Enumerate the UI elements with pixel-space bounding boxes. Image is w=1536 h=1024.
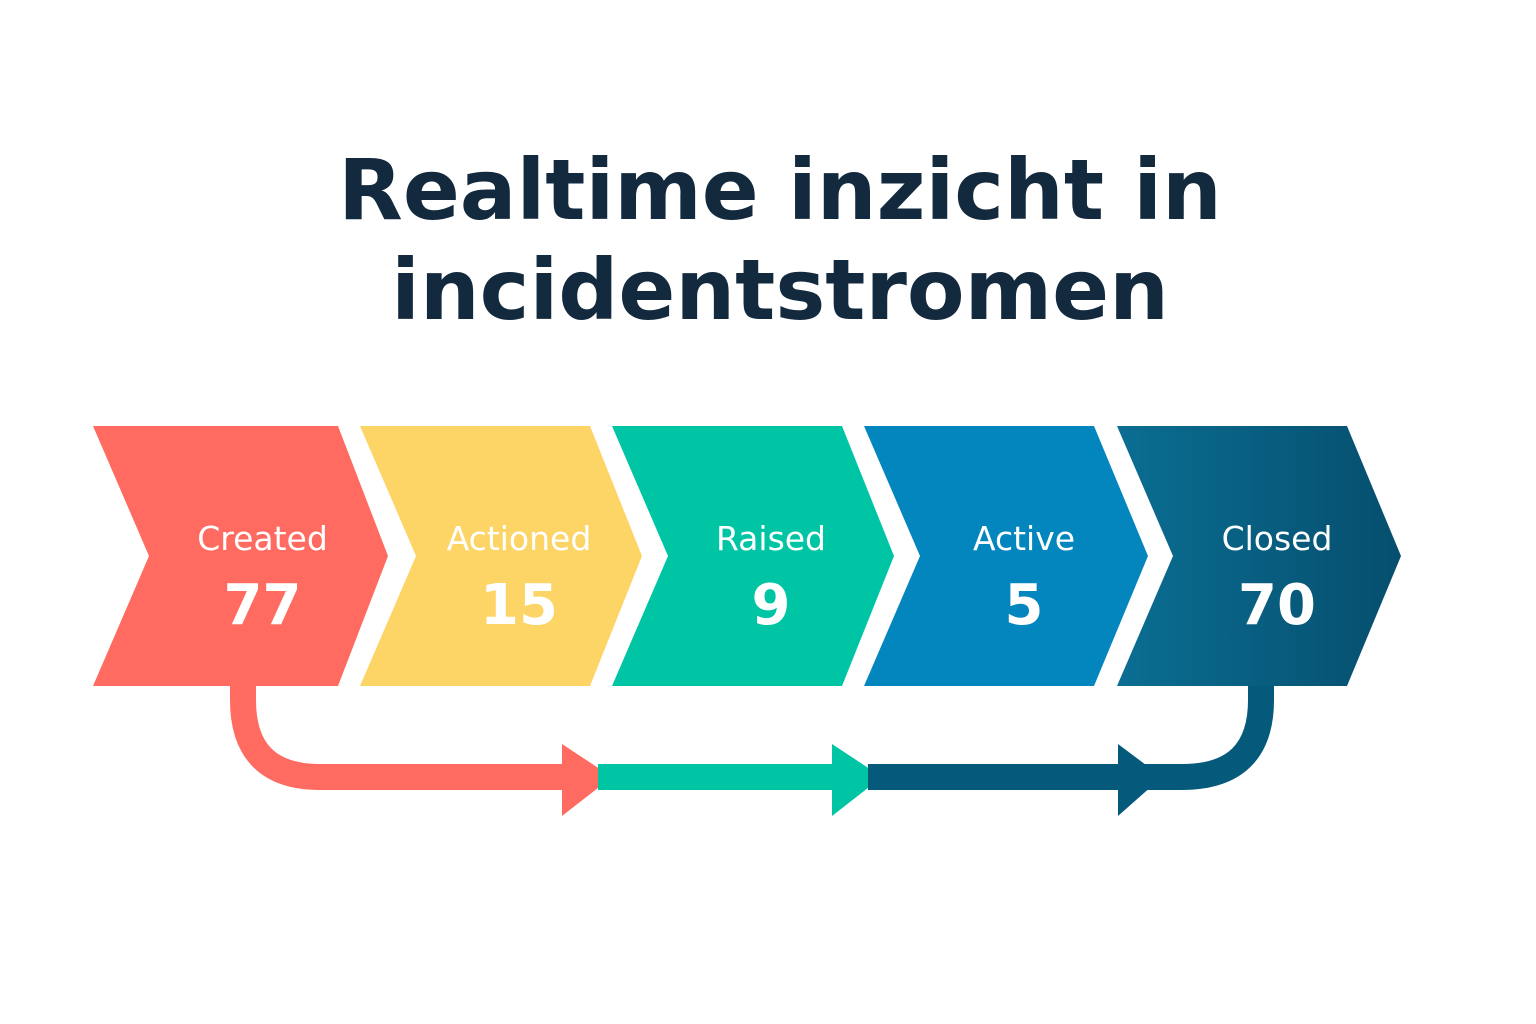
title-line-1: Realtime inzicht in	[338, 141, 1222, 239]
step-active-count: 5	[1005, 573, 1044, 638]
step-closed-label: Closed	[1222, 519, 1333, 558]
flow-arrowhead-created	[562, 744, 612, 816]
step-closed: Closed 70	[1117, 426, 1401, 686]
step-closed-count: 70	[1238, 573, 1316, 638]
step-actioned: Actioned 15	[360, 426, 642, 686]
step-created-label: Created	[197, 519, 328, 558]
step-active-label: Active	[973, 519, 1075, 558]
step-actioned-count: 15	[480, 573, 558, 638]
flow-line-closed	[868, 686, 1274, 790]
step-closed-chevron	[1117, 426, 1401, 686]
step-raised-chevron	[612, 426, 894, 686]
flow-line-created	[230, 686, 572, 790]
flow-arrowhead-closed	[1118, 744, 1162, 816]
step-raised-label: Raised	[716, 519, 826, 558]
step-raised-count: 9	[752, 573, 791, 638]
flow-arrowhead-raised	[832, 744, 882, 816]
step-actioned-label: Actioned	[447, 519, 592, 558]
step-active-chevron	[864, 426, 1148, 686]
step-created-count: 77	[224, 573, 302, 638]
step-raised: Raised 9	[612, 426, 894, 686]
flow-connector	[230, 686, 1274, 816]
step-created: Created 77	[93, 426, 388, 686]
step-active: Active 5	[864, 426, 1148, 686]
title-line-2: incidentstromen	[391, 241, 1169, 339]
step-actioned-chevron	[360, 426, 642, 686]
step-created-chevron	[93, 426, 388, 686]
